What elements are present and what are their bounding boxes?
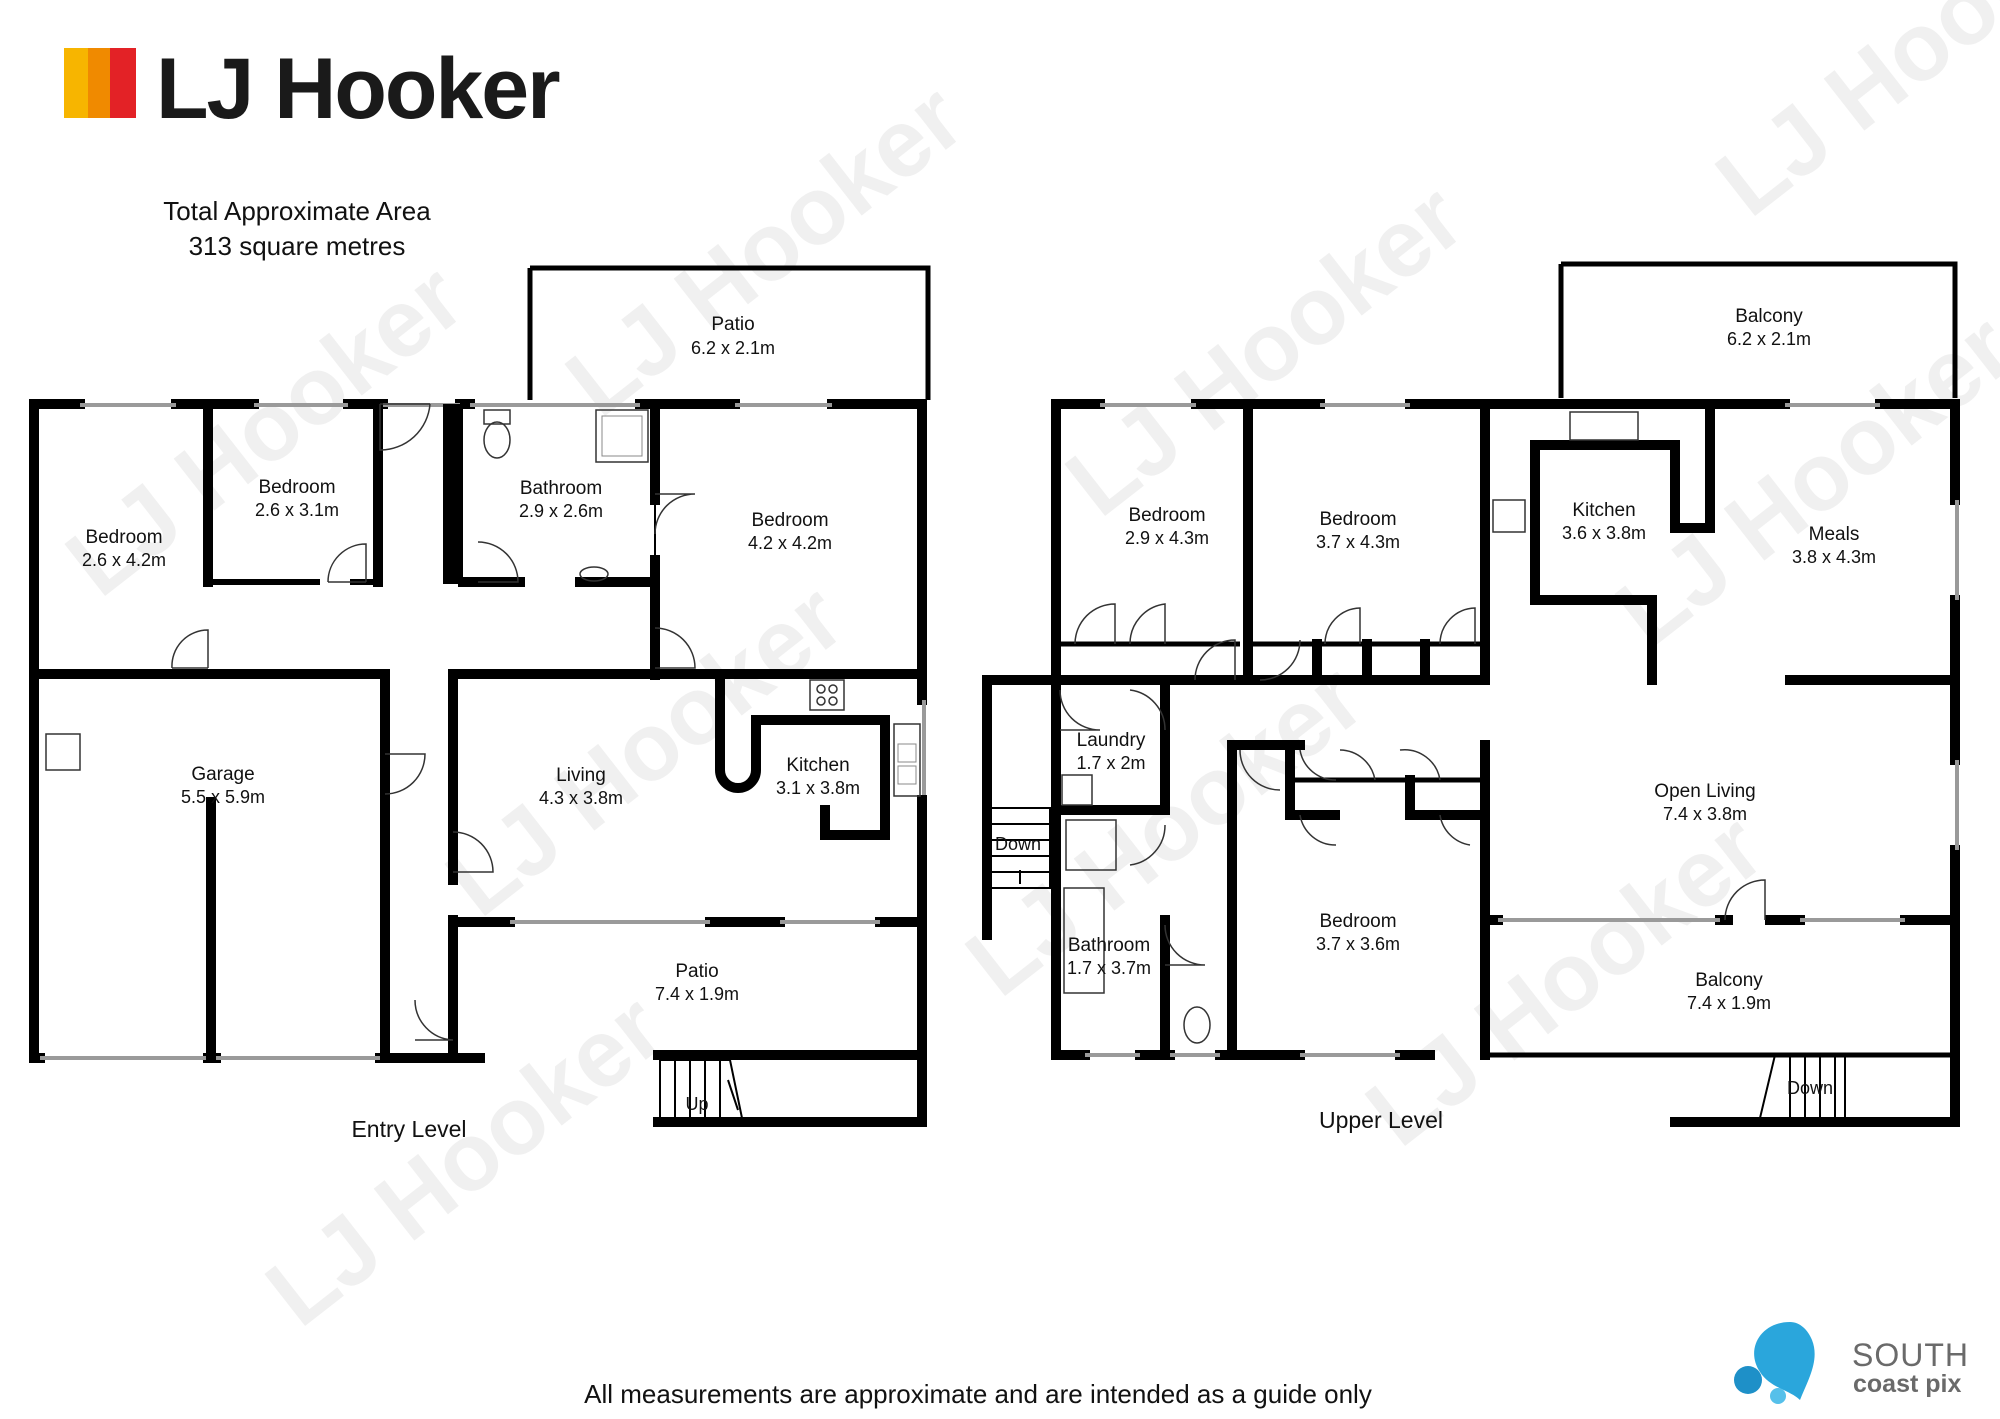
- upper-level-plan: [982, 261, 1960, 1127]
- room-name: Bedroom: [85, 527, 162, 548]
- room-name: Meals: [1809, 524, 1860, 545]
- entry-stair: [659, 1059, 744, 1119]
- room-dims: 1.7 x 2m: [1076, 753, 1145, 773]
- watermark: LJ Hooker: [427, 563, 863, 936]
- room-name: Bedroom: [1128, 505, 1205, 526]
- room-name: Open Living: [1654, 781, 1755, 802]
- entry-level-label: Entry Level: [351, 1116, 466, 1142]
- room-dims: 3.7 x 4.3m: [1316, 532, 1400, 552]
- room-name: Bedroom: [1319, 509, 1396, 530]
- stair-label: Down: [995, 834, 1041, 854]
- room-dims: 4.3 x 3.8m: [539, 788, 623, 808]
- south-coast-pix-logo: SOUTH coast pix: [1734, 1322, 1969, 1404]
- room-name: Bedroom: [258, 477, 335, 498]
- total-area-title: Total Approximate Area: [163, 196, 431, 226]
- room-dims: 7.4 x 1.9m: [655, 984, 739, 1004]
- total-area-value: 313 square metres: [189, 231, 406, 261]
- room-dims: 7.4 x 1.9m: [1687, 993, 1771, 1013]
- room-dims: 2.6 x 4.2m: [82, 550, 166, 570]
- logo-stripe-orange: [88, 48, 110, 118]
- upper-stair-left: [990, 807, 1051, 889]
- watermark: LJ Hooker: [1697, 0, 2000, 237]
- watermark: LJ Hooker: [247, 973, 683, 1346]
- room-name: Garage: [191, 764, 254, 785]
- room-dims: 3.1 x 3.8m: [776, 778, 860, 798]
- credit-line-1: SOUTH: [1852, 1337, 1969, 1373]
- room-dims: 3.6 x 3.8m: [1562, 523, 1646, 543]
- lj-hooker-logo: LJ Hooker: [64, 41, 562, 137]
- room-dims: 2.9 x 4.3m: [1125, 528, 1209, 548]
- stair-label: Up: [685, 1094, 708, 1114]
- room-dims: 2.6 x 3.1m: [255, 500, 339, 520]
- room-name: Bathroom: [520, 478, 602, 499]
- room-name: Bedroom: [751, 510, 828, 531]
- room-name: Patio: [711, 314, 754, 335]
- room-dims: 6.2 x 2.1m: [1727, 329, 1811, 349]
- entry-level-plan: [29, 265, 931, 1127]
- room-name: Kitchen: [1572, 500, 1635, 521]
- stair-label: Down: [1787, 1078, 1833, 1098]
- room-dims: 3.8 x 4.3m: [1792, 547, 1876, 567]
- upper-level-label: Upper Level: [1319, 1107, 1443, 1133]
- room-dims: 6.2 x 2.1m: [691, 338, 775, 358]
- logo-wordmark: LJ Hooker: [156, 41, 560, 137]
- room-name: Kitchen: [786, 755, 849, 776]
- watermark: LJ Hooker: [1597, 293, 2000, 666]
- watermark: LJ Hooker: [547, 63, 983, 436]
- room-dims: 4.2 x 4.2m: [748, 533, 832, 553]
- entry-room-labels: Patio 6.2 x 2.1m Bedroom 2.6 x 4.2m Bedr…: [82, 314, 860, 1142]
- room-dims: 2.9 x 2.6m: [519, 501, 603, 521]
- logo-stripe-yellow: [64, 48, 88, 118]
- upper-stair-right: [1758, 1054, 1846, 1119]
- credit-line-2: coast pix: [1853, 1370, 1961, 1398]
- room-dims: 7.4 x 3.8m: [1663, 804, 1747, 824]
- room-name: Bathroom: [1068, 935, 1150, 956]
- room-name: Patio: [675, 961, 718, 982]
- disclaimer: All measurements are approximate and are…: [584, 1379, 1372, 1409]
- room-name: Bedroom: [1319, 911, 1396, 932]
- room-name: Laundry: [1077, 730, 1146, 751]
- room-dims: 1.7 x 3.7m: [1067, 958, 1151, 978]
- room-dims: 5.5 x 5.9m: [181, 787, 265, 807]
- upper-room-labels: Balcony 6.2 x 2.1m Bedroom 2.9 x 4.3m Be…: [995, 306, 1876, 1133]
- room-name: Living: [556, 765, 606, 786]
- room-dims: 3.7 x 3.6m: [1316, 934, 1400, 954]
- watermark: LJ Hooker: [1047, 163, 1483, 536]
- room-name: Balcony: [1735, 306, 1803, 327]
- room-name: Balcony: [1695, 970, 1763, 991]
- logo-stripe-red: [110, 48, 136, 118]
